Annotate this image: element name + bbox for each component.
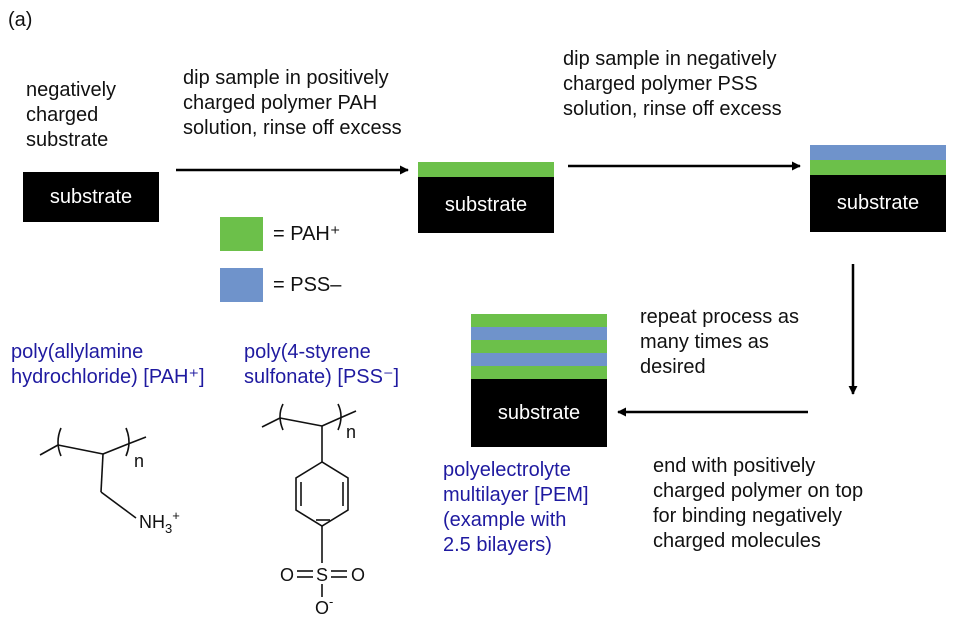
end-note-line: for binding negatively [653, 505, 843, 527]
pem-caption-line: 2.5 bilayers) [443, 534, 552, 556]
pss-oxygen-left: O [280, 565, 294, 585]
initial-substrate: substrate [23, 172, 159, 222]
pss-oxygen-right: O [351, 565, 365, 585]
end-note-line: charged molecules [653, 530, 821, 552]
pem-caption-line: (example with [443, 509, 567, 531]
pem-caption-line: polyelectrolyte [443, 459, 571, 481]
step1-substrate: substrate [418, 177, 554, 233]
repeat-note: repeat process as many times as desired [640, 305, 799, 380]
legend-pah-label: = PAH⁺ [273, 223, 341, 245]
pss-name: poly(4-styrene sulfonate) [PSS⁻] [244, 340, 399, 390]
pah-name: poly(allylamine hydrochloride) [PAH⁺] [11, 340, 205, 390]
pah-name-line: hydrochloride) [PAH⁺] [11, 366, 205, 388]
step1-line: solution, rinse off excess [183, 117, 402, 139]
legend-pss-swatch [220, 268, 263, 302]
pah-amine-group: NH3+ [139, 508, 180, 536]
end-note-line: charged polymer on top [653, 480, 864, 502]
step2-line: solution, rinse off excess [563, 98, 782, 120]
repeat-line: repeat process as [640, 306, 799, 328]
initial-caption-line: charged [26, 104, 99, 126]
legend-pah-swatch [220, 217, 263, 251]
step2-line: dip sample in negatively [563, 48, 777, 70]
pah-subscript-n: n [134, 451, 144, 471]
step2-line: charged polymer PSS [563, 73, 758, 95]
pah-name-line: poly(allylamine [11, 341, 144, 363]
pah-layer [810, 160, 946, 175]
pem-caption-line: multilayer [PEM] [443, 484, 589, 506]
repeat-line: desired [640, 356, 706, 378]
initial-caption-line: substrate [26, 129, 109, 151]
pem-pss-layer [471, 353, 607, 366]
pem-substrate: substrate [471, 379, 607, 447]
legend-pss-label: = PSS– [273, 274, 342, 296]
end-note-line: end with positively [653, 455, 816, 477]
pem-pss-layer [471, 327, 607, 340]
pah-structure [39, 427, 147, 519]
pem-pah-layer [471, 314, 607, 327]
repeat-line: many times as [640, 331, 769, 353]
pem-pah-layer [471, 340, 607, 353]
panel-label: (a) [8, 9, 33, 31]
initial-caption-line: negatively [26, 79, 117, 101]
step1-instruction: dip sample in positively charged polymer… [183, 66, 402, 141]
step1-line: charged polymer PAH [183, 92, 378, 114]
pss-name-line: sulfonate) [PSS⁻] [244, 366, 400, 388]
end-note: end with positively charged polymer on t… [653, 454, 863, 554]
pss-sulfur: S [316, 565, 328, 585]
pss-name-line: poly(4-styrene [244, 341, 371, 363]
pem-pah-layer [471, 366, 607, 379]
step1-line: dip sample in positively [183, 67, 389, 89]
initial-caption: negatively charged substrate [26, 78, 116, 153]
step2-instruction: dip sample in negatively charged polymer… [563, 47, 782, 122]
pss-layer [810, 145, 946, 160]
pss-structure [261, 403, 357, 597]
step2-substrate: substrate [810, 175, 946, 232]
pem-caption: polyelectrolyte multilayer [PEM] (exampl… [443, 458, 589, 558]
pss-subscript-n: n [346, 422, 356, 442]
pss-oxygen-bottom: O- [315, 594, 333, 618]
pah-layer [418, 162, 554, 177]
